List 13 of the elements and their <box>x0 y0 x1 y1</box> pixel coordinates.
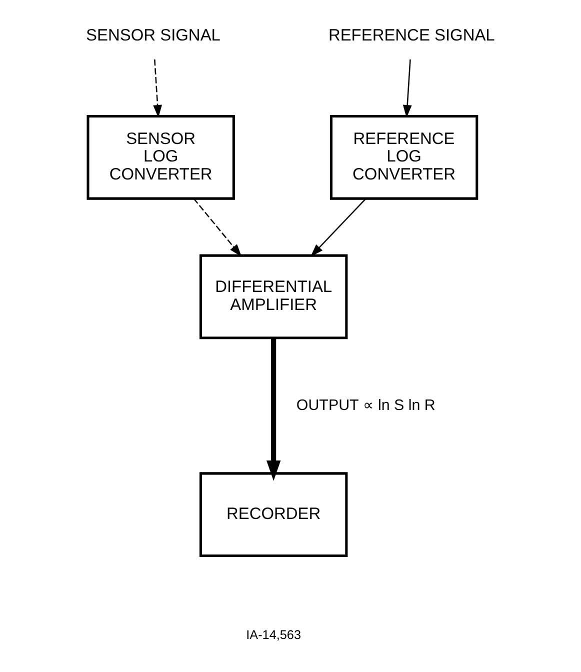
node-text: SENSOR SIGNAL <box>86 26 220 45</box>
node-box: DIFFERENTIAL AMPLIFIER <box>198 254 348 340</box>
arrow <box>402 59 412 118</box>
node-box: RECORDER <box>198 472 348 558</box>
arrow <box>152 59 162 118</box>
arrow <box>192 198 242 257</box>
arrow <box>266 338 280 481</box>
edge-label: OUTPUT ∝ ln S ln R <box>296 397 435 414</box>
label: IA-14,563 <box>246 628 301 642</box>
arrow <box>310 198 366 257</box>
node-box: SENSOR LOG CONVERTER <box>86 114 234 200</box>
node-box: REFERENCE LOG CONVERTER <box>329 114 478 200</box>
node-text: REFERENCE SIGNAL <box>328 26 494 45</box>
